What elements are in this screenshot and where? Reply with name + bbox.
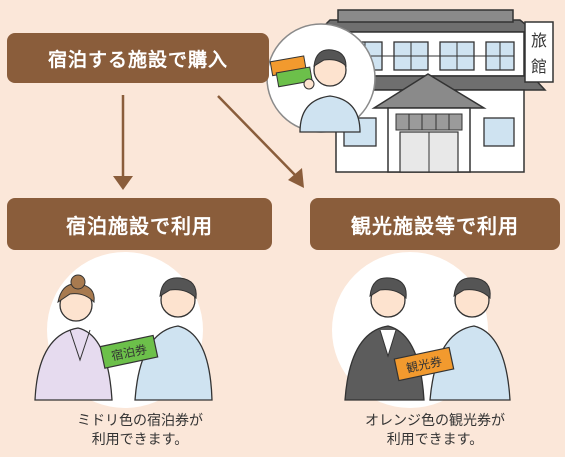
- green-ticket-caption: ミドリ色の宿泊券が 利用できます。: [40, 412, 240, 450]
- tourist-facility-exchange-illustration: 観光券: [332, 252, 511, 408]
- purchase-at-lodging-label: 宿泊する施設で購入: [7, 33, 269, 83]
- green-ticket-caption-line-1: ミドリ色の宿泊券が: [77, 413, 203, 429]
- arrow-down: [113, 95, 133, 190]
- orange-ticket-caption-line-1: オレンジ色の観光券が: [365, 413, 505, 429]
- staff-showing-tickets-illustration: [266, 23, 376, 133]
- arrow-diagonal: [217, 95, 304, 188]
- hotel-exchange-illustration: 宿泊券: [34, 252, 213, 408]
- ticket-green-label: 宿泊券: [110, 341, 148, 363]
- ticket-orange-label: 観光券: [405, 353, 443, 375]
- use-at-lodging-label: 宿泊施設で利用: [7, 198, 272, 250]
- ryokan-sign-char-2: 館: [531, 57, 547, 76]
- orange-ticket-caption: オレンジ色の観光券が 利用できます。: [325, 412, 545, 450]
- ryokan-sign-char-1: 旅: [531, 31, 547, 50]
- green-ticket-caption-line-2: 利用できます。: [91, 432, 189, 448]
- use-at-tourist-facility-label: 観光施設等で利用: [310, 198, 560, 250]
- ryokan-sign: [524, 21, 554, 83]
- orange-ticket-caption-line-2: 利用できます。: [386, 432, 484, 448]
